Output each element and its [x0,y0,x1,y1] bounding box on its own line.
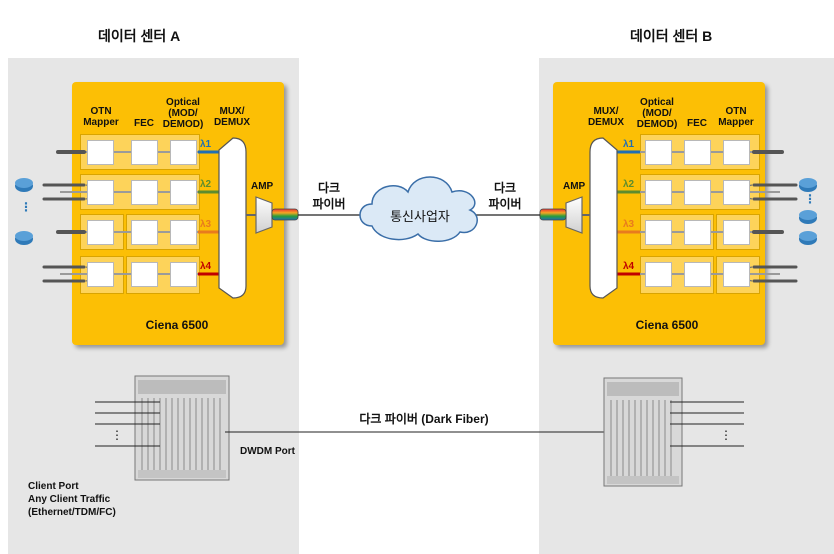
router-ellipsis-a: ⋮ [20,200,32,214]
ciena-node-a [72,82,284,345]
node-a-header-fec: FEC [134,118,154,129]
node-b-header-mux: MUX/ DEMUX [587,106,625,128]
node-a-module [170,220,197,245]
node-b-module [684,262,711,287]
chassis-icon-a [134,375,230,481]
dark-fiber-right-label: 다크 파이버 [488,181,522,211]
datacenter-a-title: 데이터 센터 A [98,28,181,44]
port-ellipsis-b: ⋮ [720,428,732,442]
node-a-module [87,180,114,205]
node-a-lambda-1: λ1 [200,139,212,150]
node-b-module [645,220,672,245]
node-b-module [684,140,711,165]
node-b-module [684,220,711,245]
node-a-amp-label: AMP [251,181,274,192]
node-a-lambda-2: λ2 [200,179,212,190]
node-b-lambda-4: λ4 [623,261,635,272]
node-a-module [170,180,197,205]
node-a-module [131,180,158,205]
node-b-header-optical: Optical (MOD/ DEMOD) [636,97,678,130]
mux-b-shape [589,137,618,299]
node-a-module [131,140,158,165]
node-a-name: Ciena 6500 [145,318,209,332]
router-icon [15,178,33,192]
node-b-module [645,262,672,287]
cloud-icon [359,176,478,242]
router-ellipsis-b: ⋮ [804,192,816,206]
node-a-module [131,220,158,245]
node-a-header-optical: Optical (MOD/ DEMOD) [162,97,204,130]
ciena-node-b [553,82,765,345]
node-b-module [723,220,750,245]
node-a-module [87,262,114,287]
node-a-module [131,262,158,287]
node-b-module [723,262,750,287]
amp-b-shape [565,196,583,234]
node-b-lambda-2: λ2 [623,179,635,190]
mux-a-shape [218,137,247,299]
datacenter-b-title: 데이터 센터 B [630,28,713,44]
node-a-lambda-3: λ3 [200,219,212,230]
dark-fiber-bottom-label: 다크 파이버 (Dark Fiber) [359,412,489,426]
client-port-label: Client Port Any Client Traffic (Ethernet… [28,481,116,518]
node-b-lambda-3: λ3 [623,219,635,230]
carrier-cloud-label: 통신사업자 [390,209,450,224]
node-b-name: Ciena 6500 [635,318,699,332]
node-a-module [170,262,197,287]
node-a-module [87,220,114,245]
node-a-header-otn: OTN Mapper [83,106,119,128]
node-a-header-mux: MUX/ DEMUX [213,106,251,128]
node-b-amp-label: AMP [563,181,586,192]
node-b-module [645,180,672,205]
node-b-module [723,180,750,205]
chassis-icon-b [603,377,683,487]
node-b-module [723,140,750,165]
node-a-lambda-4: λ4 [200,261,212,272]
node-b-module [684,180,711,205]
node-a-module [170,140,197,165]
node-b-module [645,140,672,165]
port-ellipsis-a: ⋮ [111,428,123,442]
dark-fiber-left-label: 다크 파이버 [312,181,346,211]
amp-a-shape [255,196,273,234]
node-a-module [87,140,114,165]
dwdm-port-label: DWDM Port [240,446,295,457]
node-b-lambda-1: λ1 [623,139,635,150]
node-b-header-otn: OTN Mapper [718,106,754,128]
node-b-header-fec: FEC [687,118,707,129]
